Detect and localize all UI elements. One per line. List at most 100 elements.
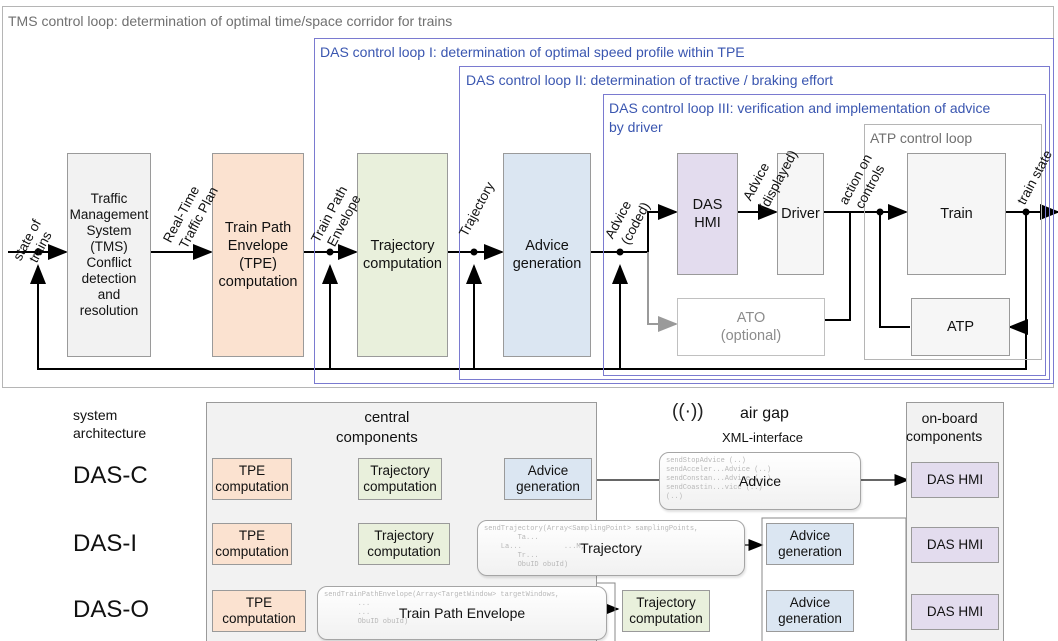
cell-line: generation	[778, 544, 842, 559]
driver-label: Driver	[781, 206, 820, 222]
advice-interface: sendStopAdvice (..) sendAcceler...Advice…	[659, 452, 861, 510]
label-line: system	[73, 407, 118, 423]
atp-block: ATP	[911, 298, 1010, 356]
ato-line: (optional)	[720, 328, 782, 344]
tms-line: resolution	[79, 303, 139, 318]
central-components-label: central components	[336, 408, 418, 448]
tms-loop-title: TMS control loop: determination of optim…	[8, 13, 453, 29]
train-block: Train	[907, 153, 1006, 275]
das-loop-2-title: DAS control loop II: determination of tr…	[466, 72, 834, 88]
cell-line: TPE	[238, 463, 266, 478]
air-gap-label: air gap	[740, 405, 789, 422]
atp-label: ATP	[946, 319, 975, 335]
cell-line: computation	[215, 479, 289, 494]
xml-interface-label: XML-interface	[722, 430, 803, 445]
cell-line: Trajectory	[636, 595, 696, 610]
advice-interface-title: Advice	[738, 473, 782, 489]
cell-line: DAS HMI	[926, 472, 984, 487]
cell-line: computation	[367, 544, 441, 559]
das-c-hmi-block: DAS HMI	[911, 462, 999, 498]
cell-line: computation	[215, 544, 289, 559]
das-hmi-line: DAS	[692, 197, 723, 213]
advice-line: generation	[512, 256, 582, 272]
tpe-line: (TPE)	[239, 256, 277, 272]
tms-line: Conflict	[86, 255, 132, 270]
trajectory-block: Trajectory computation	[357, 153, 448, 357]
das-hmi-block: DAS HMI	[677, 153, 738, 275]
tms-line: System	[86, 223, 132, 238]
tms-line: Traffic	[90, 191, 128, 206]
row-das-c-label: DAS-C	[73, 462, 148, 489]
tms-line: (TMS)	[90, 239, 128, 254]
cell-line: generation	[516, 479, 580, 494]
das-loop-3-title-line2: by driver	[609, 119, 663, 135]
trajectory-interface: sendTrajectory(Array<SamplingPoint> samp…	[477, 520, 745, 576]
tms-line: detection	[81, 271, 137, 286]
atp-loop-title: ATP control loop	[870, 130, 973, 146]
label-line: components	[336, 429, 418, 446]
onboard-components-label: on-board components	[906, 409, 982, 445]
tpe-block: Train Path Envelope (TPE) computation	[212, 153, 304, 357]
label-line: architecture	[73, 425, 147, 441]
driver-block: Driver	[777, 153, 824, 275]
row-das-o-label: DAS-O	[73, 596, 150, 623]
tpe-interface: sendTrainPathEnvelope(Array<TargetWindow…	[317, 586, 607, 640]
trajectory-interface-code: sendTrajectory(Array<SamplingPoint> samp…	[484, 525, 699, 569]
label-line: components	[906, 428, 983, 444]
advice-interface-code: sendStopAdvice (..) sendAcceler...Advice…	[666, 457, 772, 501]
das-loop-2-frame	[459, 66, 1050, 380]
cell-line: Trajectory	[374, 528, 434, 543]
tpe-line: Train Path	[224, 220, 292, 236]
das-loop-1-title: DAS control loop I: determination of opt…	[320, 44, 745, 60]
label-line: central	[364, 409, 410, 426]
cell-line: computation	[363, 479, 437, 494]
cell-line: DAS HMI	[926, 604, 984, 619]
das-i-hmi-block: DAS HMI	[911, 527, 999, 563]
trajectory-line: Trajectory	[370, 238, 435, 254]
das-o-hmi-block: DAS HMI	[911, 594, 999, 630]
cell-line: Trajectory	[370, 463, 430, 478]
tpe-line: computation	[218, 274, 298, 290]
advice-line: Advice	[525, 238, 569, 254]
label-line: on-board	[921, 410, 978, 426]
row-das-i-label: DAS-I	[73, 530, 138, 557]
tms-line: Management	[69, 207, 149, 222]
tms-line: and	[97, 287, 121, 302]
ato-line: ATO	[736, 310, 766, 326]
system-architecture-label: system architecture	[73, 406, 146, 442]
atp-loop-frame	[864, 124, 1042, 360]
cell-line: Advice	[527, 463, 569, 478]
das-loop-1-frame	[314, 38, 1054, 384]
das-loop-3-frame	[603, 94, 1046, 376]
cell-line: computation	[629, 611, 703, 626]
tpe-interface-code: sendTrainPathEnvelope(Array<TargetWindow…	[324, 591, 560, 626]
train-label: Train	[940, 206, 973, 222]
das-loop-3-title-line1: DAS control loop III: verification and i…	[609, 100, 991, 116]
cell-line: generation	[778, 611, 842, 626]
ato-block: ATO (optional)	[677, 298, 825, 356]
cell-line: TPE	[238, 528, 266, 543]
cell-line: DAS HMI	[926, 537, 984, 552]
cell-line: Advice	[789, 595, 831, 610]
trajectory-interface-title: Trajectory	[580, 540, 642, 556]
tpe-line: Envelope	[227, 238, 289, 254]
wireless-icon: ((·))	[672, 401, 704, 422]
cell-line: TPE	[245, 595, 273, 610]
das-hmi-line: HMI	[694, 215, 721, 231]
cell-line: Advice	[789, 528, 831, 543]
tpe-interface-title: Train Path Envelope	[398, 605, 526, 621]
advice-block: Advice generation	[503, 153, 591, 357]
tms-block: Traffic Management System (TMS) Conflict…	[67, 153, 151, 357]
tms-block-text: Traffic Management System (TMS) Conflict…	[70, 191, 149, 319]
trajectory-line: computation	[363, 256, 442, 272]
